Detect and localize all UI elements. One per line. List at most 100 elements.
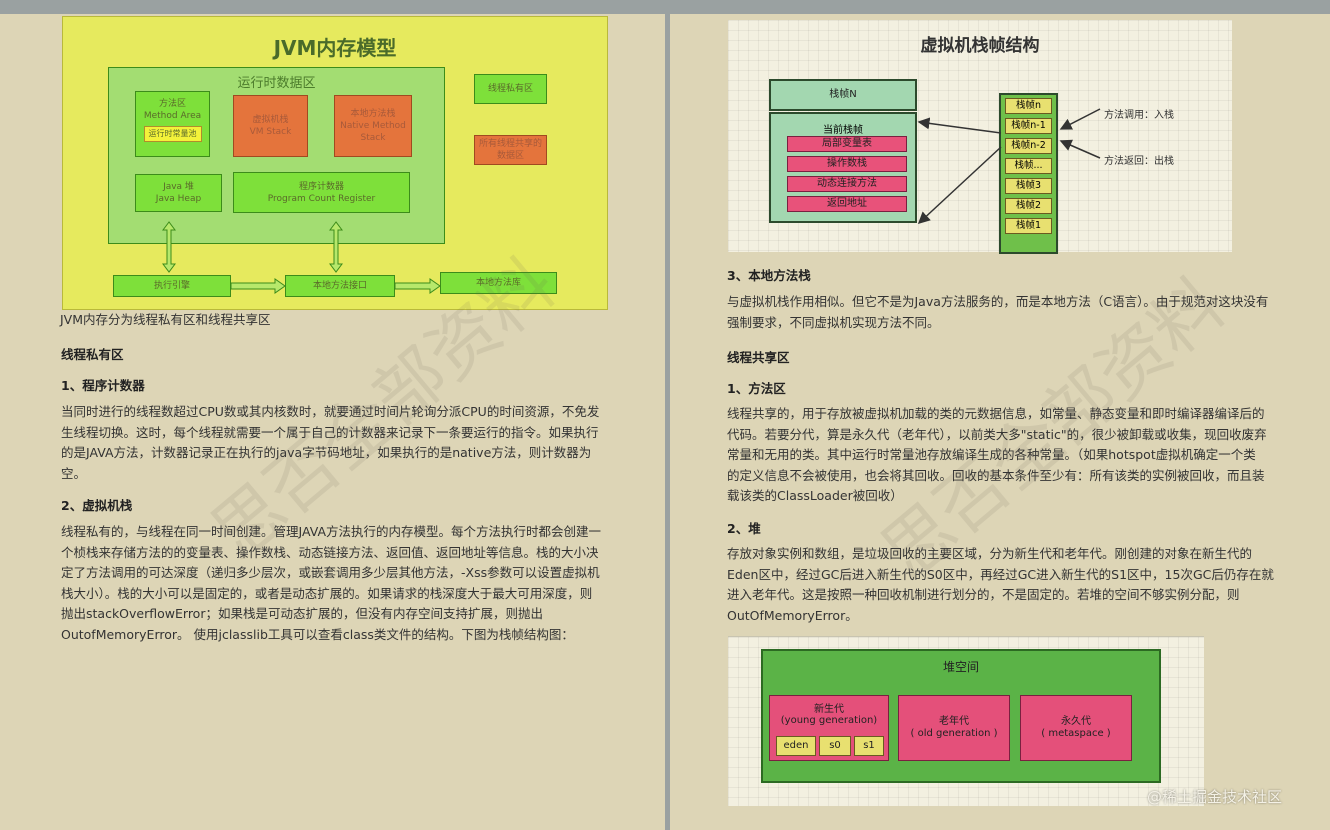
push-label: 方法调用：入栈: [1104, 110, 1174, 121]
heading-vm-stack: 2、虚拟机栈: [61, 498, 133, 513]
method-area-box: 方法区 Method Area 运行时常量池: [135, 91, 210, 157]
method-area-cn: 方法区: [158, 99, 186, 109]
runtime-data-area-label: 运行时数据区: [237, 76, 316, 91]
vm-stack-cn: 虚拟机栈: [252, 115, 289, 125]
vmstack-line-3: 定了方法调用的可达深度（递归多少层次，或嵌套调用多少层其他方法，-Xss参数可以…: [61, 565, 600, 580]
eden-box: eden: [776, 736, 816, 756]
heading-native-stack: 3、本地方法栈: [727, 268, 811, 283]
program-counter-box: 程序计数器 Program Count Register: [233, 172, 410, 213]
pop-label: 方法返回：出栈: [1104, 156, 1174, 167]
heading-program-counter: 1、程序计数器: [61, 378, 145, 393]
operand-stack-box: 操作数栈: [787, 156, 907, 172]
native-interface-label: 本地方法接口: [312, 281, 367, 291]
current-frame-box: 当前栈帧 局部变量表 操作数栈 动态连接方法 返回地址: [769, 112, 917, 223]
method-line-1: 线程共享的，用于存放被虚拟机加载的类的元数据信息，如常量、静态变量和即时编译器编…: [727, 406, 1265, 421]
vmstack-line-6: OutofMemoryError。 使用jclasslib工具可以查看class…: [61, 626, 574, 642]
jvm-memory-diagram: JVM内存模型 运行时数据区 方法区 Method Area 运行时常量池 虚拟…: [62, 16, 608, 310]
old-gen-box: 老年代 ( old generation ): [898, 695, 1010, 761]
stack-frame-diagram: 虚拟机栈帧结构 栈帧N 当前栈帧 局部变量表 操作数栈 动态连接方法 返回地址 …: [728, 20, 1232, 254]
vmstack-line-4: 栈大小）。栈的大小可以是固定的，或者是动态扩展的。如果请求的栈深度大于最大可用深…: [61, 585, 593, 601]
young-gen-en: (young generation): [780, 715, 878, 726]
stack-frame-dots: 栈帧...: [1005, 158, 1052, 174]
heading-thread-private: 线程私有区: [61, 347, 124, 362]
native-library-box: 本地方法库: [440, 272, 557, 294]
heap-line-4: OutOfMemoryError。: [727, 607, 858, 623]
stack-frame-n2: 栈帧n-2: [1005, 138, 1052, 154]
heap-line-3: 进入老年代。这是按照一种回收机制进行划分的，不是固定的。若堆的空间不够实例分配，…: [727, 587, 1240, 602]
execution-engine-box: 执行引擎: [113, 275, 231, 297]
program-counter-en: Program Count Register: [267, 193, 376, 204]
legend-private-label: 线程私有区: [487, 84, 533, 94]
native-interface-box: 本地方法接口: [285, 275, 395, 297]
vmstack-line-2: 个桢栈来存储方法的的变量表、操作数栈、动态链接方法、返回值、返回地址等信息。栈的…: [61, 544, 599, 560]
local-vars-box: 局部变量表: [787, 136, 907, 152]
method-area-en: Method Area: [143, 111, 202, 121]
s0-box: s0: [819, 736, 851, 756]
pop-arrow: [1059, 139, 1101, 159]
paragraph-method-area: 线程共享的，用于存放被虚拟机加载的类的元数据信息，如常量、静态变量和即时编译器编…: [727, 404, 1287, 507]
native-stack-cn: 本地方法栈: [350, 109, 396, 119]
legend-shared-line2: 数据区: [496, 151, 524, 161]
paragraph-heap: 存放对象实例和数组，是垃圾回收的主要区域，分为新生代和老年代。刚创建的对象在新生…: [727, 544, 1287, 626]
young-gen-box: 新生代 (young generation) eden s0 s1: [769, 695, 889, 761]
heading-thread-shared: 线程共享区: [727, 350, 790, 365]
legend-shared-box: 所有线程共享的 数据区: [474, 135, 547, 165]
perm-gen-box: 永久代 ( metaspace ): [1020, 695, 1132, 761]
stack-frame-n1: 栈帧n-1: [1005, 118, 1052, 134]
vm-stack-en: VM Stack: [249, 127, 292, 137]
old-gen-cn: 老年代: [939, 716, 969, 727]
stack-frame-3: 栈帧3: [1005, 178, 1052, 194]
program-counter-cn: 程序计数器: [298, 181, 344, 192]
old-gen-en: ( old generation ): [910, 728, 998, 739]
heap-space-title: 堆空间: [942, 660, 979, 674]
paragraph-native-stack: 与虚拟机栈作用相似。但它不是为Java方法服务的，而是本地方法（C语言）。由于规…: [727, 292, 1287, 333]
pc-line-2: 生线程切换。这时，每个线程就需要一个属于自己的计数器来记录下一条要运行的指令。如…: [61, 424, 599, 440]
stack-frame-1: 栈帧1: [1005, 218, 1052, 234]
frame-stack: 栈帧n 栈帧n-1 栈帧n-2 栈帧... 栈帧3 栈帧2 栈帧1: [999, 93, 1058, 254]
young-gen-cn: 新生代: [814, 704, 844, 715]
return-address-box: 返回地址: [787, 196, 907, 212]
java-heap-cn: Java 堆: [163, 182, 194, 192]
frame-n-box: 栈帧N: [769, 79, 917, 111]
footer-attribution: @稀土掘金技术社区: [1147, 788, 1283, 806]
frame-n-link-arrow: [917, 117, 1002, 134]
native-line-1: 与虚拟机栈作用相似。但它不是为Java方法服务的，而是本地方法（C语言）。由于规…: [727, 294, 1269, 309]
stack-frame-n: 栈帧n: [1005, 98, 1052, 114]
native-stack-box: 本地方法栈 Native Method Stack: [334, 95, 412, 157]
vmstack-line-5: 抛出stackOverflowError；如果栈是可动态扩展的，但没有内存空间支…: [61, 606, 543, 621]
stack-diagram-title: 虚拟机栈帧结构: [920, 36, 1040, 56]
method-line-2: 代码。若要分代，算是永久代（老年代），以前类大多"static"的，很少被卸载或…: [727, 426, 1267, 442]
paragraph-vm-stack: 线程私有的，与线程在同一时间创建。管理JAVA方法执行的内存模型。每个方法执行时…: [61, 522, 621, 645]
java-heap-en: Java Heap: [155, 194, 202, 204]
push-arrow: [1059, 108, 1101, 130]
heap-line-1: 存放对象实例和数组，是垃圾回收的主要区域，分为新生代和老年代。刚创建的对象在新生…: [727, 546, 1253, 561]
method-line-5: 载该类的ClassLoader被回收）: [727, 488, 903, 503]
execution-engine-label: 执行引擎: [153, 281, 190, 291]
left-page: JVM内存模型 运行时数据区 方法区 Method Area 运行时常量池 虚拟…: [0, 14, 665, 830]
native-library-label: 本地方法库: [475, 278, 521, 288]
dynamic-link-box: 动态连接方法: [787, 176, 907, 192]
method-line-4: 的定义信息不会被使用，也会将其回收。回收的基本条件至少有：所有该类的实例被回收，…: [727, 467, 1265, 483]
paragraph-program-counter: 当同时进行的线程数超过CPU数或其内核数时，就要通过时间片轮询分派CPU的时间资…: [61, 402, 621, 484]
current-frame-link-arrow: [917, 146, 1002, 225]
legend-shared-line1: 所有线程共享的: [478, 139, 542, 149]
heap-space-diagram: 堆空间 新生代 (young generation) eden s0 s1 老年…: [728, 636, 1204, 806]
engine-interface-arrow: [230, 278, 286, 294]
perm-gen-cn: 永久代: [1061, 716, 1091, 727]
perm-gen-en: ( metaspace ): [1041, 728, 1111, 739]
heading-heap: 2、堆: [727, 521, 761, 536]
heap-space-box: 堆空间 新生代 (young generation) eden s0 s1 老年…: [761, 649, 1161, 783]
heading-method-area: 1、方法区: [727, 381, 786, 396]
vmstack-line-1: 线程私有的，与线程在同一时间创建。管理JAVA方法执行的内存模型。每个方法执行时…: [61, 524, 602, 539]
stack-frame-2: 栈帧2: [1005, 198, 1052, 214]
legend-private-box: 线程私有区: [474, 74, 547, 104]
interface-library-arrow: [394, 278, 441, 294]
java-heap-box: Java 堆 Java Heap: [135, 174, 222, 212]
vm-stack-box: 虚拟机栈 VM Stack: [233, 95, 308, 157]
native-line-2: 强制要求，不同虚拟机实现方法不同。: [727, 314, 940, 330]
s1-box: s1: [854, 736, 884, 756]
current-frame-label: 当前栈帧: [823, 125, 863, 136]
method-line-3: 常量和无用的类。其中运行时常量池存放编译生成的各种常量。（如果hotspot虚拟…: [727, 447, 1256, 462]
heap-line-2: Eden区中，经过GC后进入新生代的S0区中，再经过GC进入新生代的S1区中，1…: [727, 566, 1274, 582]
constant-pool-box: 运行时常量池: [143, 126, 202, 142]
